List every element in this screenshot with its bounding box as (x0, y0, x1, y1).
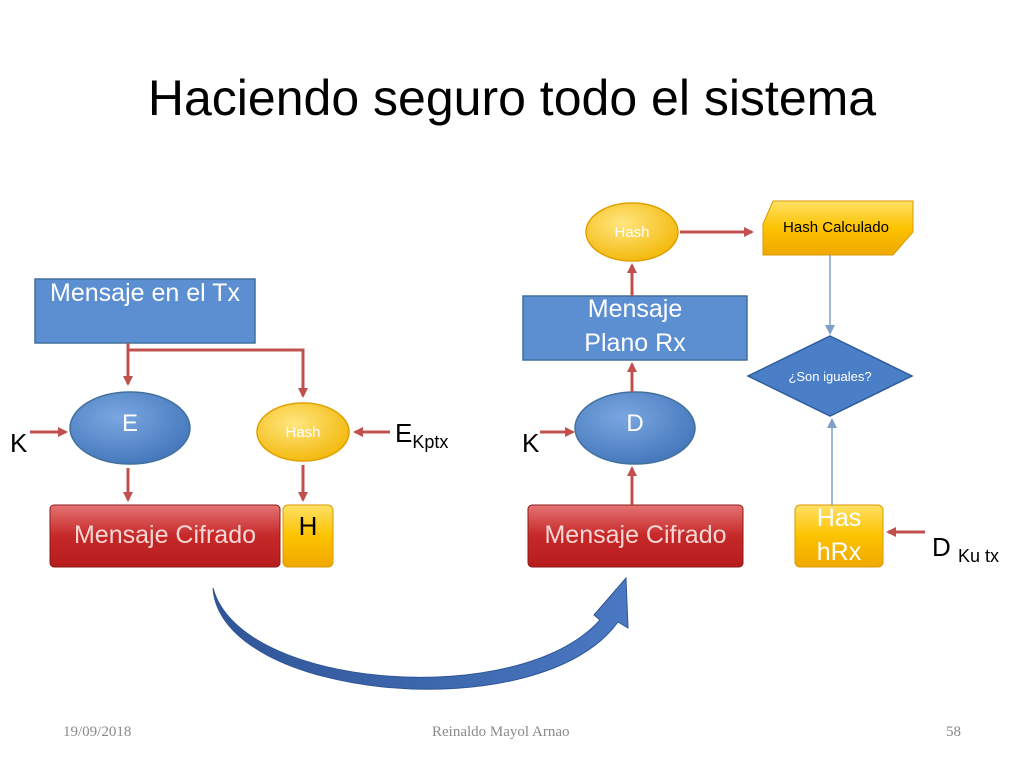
tx-hash-node (256, 402, 350, 462)
footer-author: Reinaldo Mayol Arnao (432, 724, 570, 740)
transmission-curve-arrow (212, 576, 629, 690)
tx-key-label: K (10, 428, 28, 458)
tx-msg-to-hash-arrow (128, 348, 308, 398)
rx-plain-box (522, 295, 748, 361)
tx-key2-label: EKptx (395, 418, 448, 453)
footer-date: 19/09/2018 (63, 724, 132, 740)
slide-title: Haciendo seguro todo el sistema (147, 70, 877, 126)
rx-hash-calc-box (762, 200, 914, 256)
rx-key2-subscript: Ku tx (958, 546, 1000, 566)
rx-decrypt-node (574, 391, 696, 465)
tx-encrypt-node (69, 391, 191, 465)
tx-key2-subscript: Kptx (412, 432, 449, 452)
rx-key-label: K (522, 428, 540, 458)
tx-hash-out-box (282, 504, 334, 568)
tx-cipher-box (49, 504, 281, 568)
tx-key2-letter: E (395, 418, 413, 448)
rx-hash-node (585, 202, 679, 262)
tx-message-box (34, 278, 256, 344)
rx-cipher-box (527, 504, 744, 568)
rx-key2-letter: D (932, 532, 951, 562)
footer-page-number: 58 (946, 724, 961, 740)
rx-hash-rx-box (794, 504, 884, 568)
rx-compare-decision (746, 335, 914, 417)
rx-key2-label: D Ku tx (932, 532, 1000, 566)
